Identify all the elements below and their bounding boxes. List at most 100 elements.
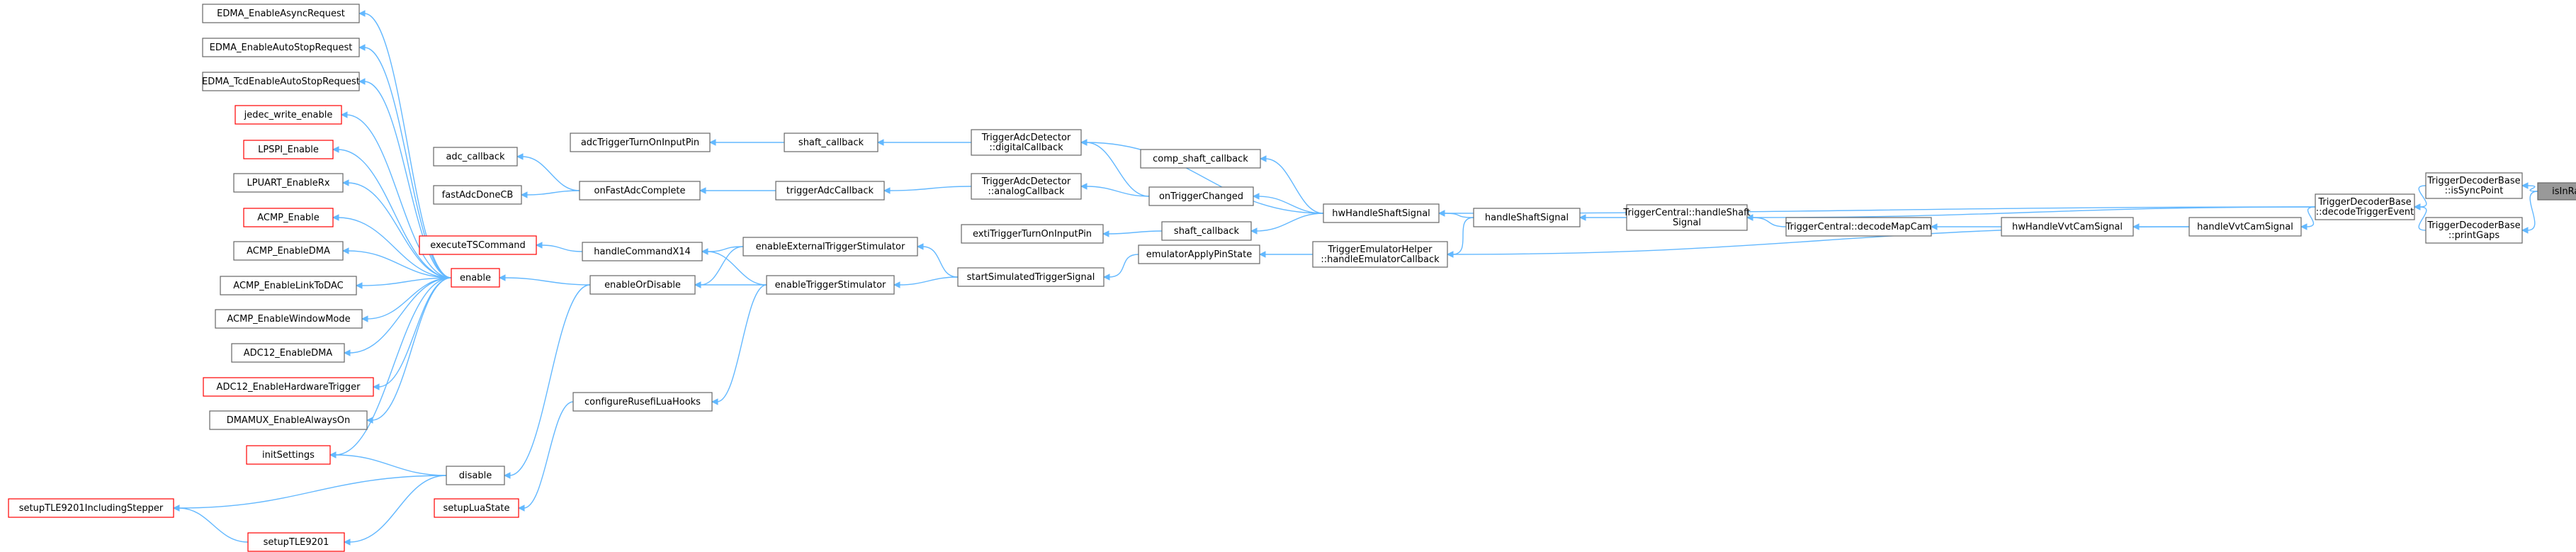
node-label: TriggerDecoderBase (2427, 220, 2520, 231)
node-label: ::decodeTriggerEvent (2316, 207, 2414, 218)
node-box (971, 129, 1082, 156)
node-box (582, 242, 703, 261)
graph-node-EDMA_EnableAutoStopRequest[interactable]: EDMA_EnableAutoStopRequest (202, 38, 360, 57)
graph-node-setupLuaState[interactable]: setupLuaState (434, 498, 519, 518)
graph-node-handleCommandX14[interactable]: handleCommandX14 (582, 242, 703, 261)
graph-node-configureRusefiLuaHooks[interactable]: configureRusefiLuaHooks (572, 392, 713, 412)
graph-node-emulatorApplyPinState[interactable]: emulatorApplyPinState (1138, 244, 1260, 264)
node-box (202, 72, 360, 91)
graph-node-hwHandleVvtCamSignal[interactable]: hwHandleVvtCamSignal (2001, 217, 2134, 237)
call-edge (1108, 254, 1139, 278)
graph-node-ACMP_Enable[interactable]: ACMP_Enable (243, 208, 334, 227)
graph-node-exti[interactable]: extiTriggerTurnOnInputPin (961, 224, 1104, 244)
graph-node-handleShaftSignalTC[interactable]: TriggerCentral::handleShaftSignal (1622, 204, 1751, 231)
graph-node-printGaps[interactable]: TriggerDecoderBase::printGaps (2425, 217, 2523, 244)
node-box (572, 392, 713, 412)
node-box (2425, 217, 2523, 244)
graph-node-DMAMUX_EnableAlwaysOn[interactable]: DMAMUX_EnableAlwaysOn (209, 410, 368, 430)
call-edge (2418, 206, 2427, 231)
node-label: comp_shaft_callback (1153, 154, 1248, 164)
call-edge (1255, 213, 1324, 232)
graph-node-LPSPI_Enable[interactable]: LPSPI_Enable (243, 140, 334, 159)
graph-node-initSettings[interactable]: initSettings (246, 445, 331, 465)
graph-node-handleVvtCamSignal[interactable]: handleVvtCamSignal (2188, 217, 2302, 237)
node-label: EDMA_EnableAutoStopRequest (210, 43, 353, 53)
graph-node-adc_callback[interactable]: adc_callback (433, 147, 518, 167)
graph-node-disable[interactable]: disable (446, 466, 505, 485)
graph-node-ADC12_EnableDMA[interactable]: ADC12_EnableDMA (231, 343, 345, 363)
edge-arrowhead (1080, 139, 1088, 146)
edge-arrowhead (699, 187, 706, 194)
graph-node-EDMA_TcdEnableAutoStopRequest[interactable]: EDMA_TcdEnableAutoStopRequest (202, 72, 360, 91)
edge-arrowhead (2521, 182, 2529, 189)
graph-node-decodeMapCam[interactable]: TriggerCentral::decodeMapCam (1785, 217, 1932, 237)
edge-arrowhead (1102, 274, 1110, 281)
graph-node-isInRange[interactable]: isInRange (2537, 182, 2576, 201)
graph-node-handleEmulatorCallback[interactable]: TriggerEmulatorHelper::handleEmulatorCal… (1312, 241, 1448, 268)
node-box (203, 377, 374, 397)
graph-node-executeTSCommand[interactable]: executeTSCommand (419, 235, 537, 255)
node-box (2425, 172, 2523, 199)
node-box (589, 275, 696, 295)
node-label: adcTriggerTurnOnInputPin (581, 137, 699, 148)
graph-node-enableExternalTriggerStimulator[interactable]: enableExternalTriggerStimulator (742, 237, 918, 257)
node-label: hwHandleShaftSignal (1332, 208, 1430, 219)
node-box (1312, 241, 1448, 268)
graph-node-shaft_callback_a[interactable]: shaft_callback (784, 133, 879, 152)
graph-node-setupTLE9201[interactable]: setupTLE9201 (247, 532, 345, 552)
edge-arrowhead (332, 214, 339, 221)
node-box (231, 343, 345, 363)
node-label: shaft_callback (798, 137, 864, 148)
graph-node-handleShaftSignal[interactable]: handleShaftSignal (1473, 208, 1581, 227)
graph-node-fastAdcDoneCB[interactable]: fastAdcDoneCB (433, 185, 522, 205)
call-edge (371, 277, 452, 421)
edge-arrowhead (1259, 155, 1267, 162)
graph-node-ADC12_EnableHardwareTrigger[interactable]: ADC12_EnableHardwareTrigger (203, 377, 374, 397)
graph-node-hwHandleShaftSignal[interactable]: hwHandleShaftSignal (1323, 203, 1440, 223)
call-edge (337, 149, 452, 278)
node-label: setupLuaState (444, 503, 510, 514)
graph-node-triggerAdcCallback[interactable]: triggerAdcCallback (775, 181, 885, 201)
graph-node-LPUART_EnableRx[interactable]: LPUART_EnableRx (233, 173, 344, 193)
graph-node-isSyncPoint[interactable]: TriggerDecoderBase::isSyncPoint (2425, 172, 2523, 199)
node-label: ACMP_EnableWindowMode (227, 314, 350, 325)
call-edge (349, 277, 452, 354)
nodes-layer: isInRange TriggerDecoderBase::isSyncPoint… (8, 4, 2576, 552)
graph-node-digitalCallback[interactable]: TriggerAdcDetector::digitalCallback (971, 129, 1082, 156)
graph-node-ACMP_EnableDMA[interactable]: ACMP_EnableDMA (233, 241, 344, 261)
call-edge (178, 475, 447, 509)
node-label: DMAMUX_EnableAlwaysOn (227, 415, 351, 426)
graph-node-ACMP_EnableWindowMode[interactable]: ACMP_EnableWindowMode (215, 309, 363, 329)
graph-node-analogCallback[interactable]: TriggerAdcDetector::analogCallback (971, 173, 1082, 200)
graph-node-ACMP_EnableLinkToDAC[interactable]: ACMP_EnableLinkToDAC (220, 276, 357, 295)
node-box (1148, 186, 1254, 206)
graph-node-shaft_callback_b[interactable]: shaft_callback (1161, 221, 1252, 241)
graph-node-startSimulatedTriggerSignal[interactable]: startSimulatedTriggerSignal (957, 267, 1105, 287)
graph-node-decodeTriggerEvent[interactable]: TriggerDecoderBase::decodeTriggerEvent (2315, 193, 2415, 220)
node-label: TriggerAdcDetector (981, 133, 1071, 143)
graph-node-enableOrDisable[interactable]: enableOrDisable (589, 275, 696, 295)
call-edge (699, 246, 744, 286)
call-edge (337, 217, 452, 278)
graph-node-setupTLE9201IncludingStepper[interactable]: setupTLE9201IncludingStepper (8, 498, 174, 518)
call-edge (521, 156, 580, 191)
call-edge (1443, 213, 1474, 218)
graph-node-jedec_write_enable[interactable]: jedec_write_enable (235, 105, 342, 125)
edge-arrowhead (341, 247, 349, 254)
node-box (433, 185, 522, 205)
edge-arrowhead (520, 191, 528, 198)
graph-node-onFastAdcComplete[interactable]: onFastAdcComplete (579, 181, 701, 201)
edge-arrowhead (916, 243, 924, 250)
edge-arrowhead (1080, 183, 1088, 190)
edge-arrowhead (893, 281, 900, 288)
graph-node-EDMA_EnableAsyncRequest[interactable]: EDMA_EnableAsyncRequest (202, 4, 360, 23)
node-label: EDMA_EnableAsyncRequest (217, 9, 345, 19)
graph-node-onTriggerChanged[interactable]: onTriggerChanged (1148, 186, 1254, 206)
graph-node-enableTriggerStimulator[interactable]: enableTriggerStimulator (766, 275, 895, 295)
graph-node-adcTrigger[interactable]: adcTriggerTurnOnInputPin (570, 133, 711, 152)
call-edge (378, 277, 452, 388)
graph-node-enable[interactable]: enable (451, 268, 500, 288)
call-edge (334, 277, 452, 456)
graph-node-comp_shaft_callback[interactable]: comp_shaft_callback (1140, 149, 1261, 169)
node-box (1138, 244, 1260, 264)
